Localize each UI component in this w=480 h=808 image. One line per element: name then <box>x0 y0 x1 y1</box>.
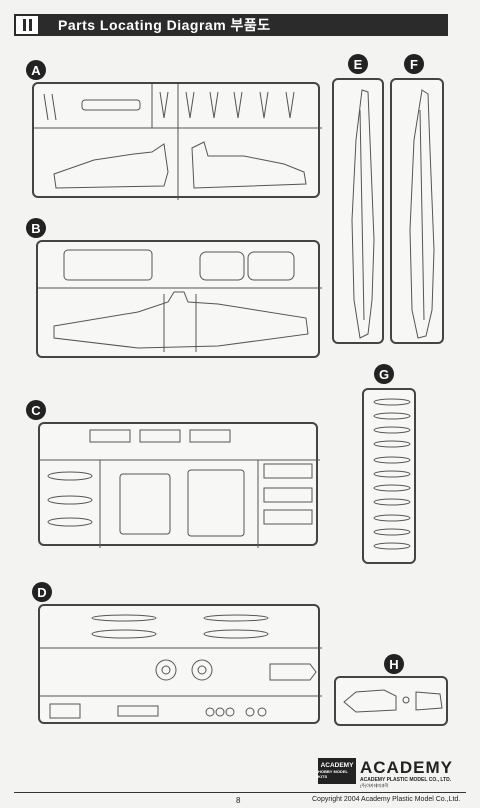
page-number: 8 <box>236 796 241 805</box>
sprue-d-badge: D <box>32 582 52 602</box>
academy-logo-box: ACADEMY HOBBY MODEL KITS <box>318 758 356 784</box>
brand-company: ACADEMY PLASTIC MODEL CO., LTD. <box>360 777 452 783</box>
sprue-c-frame <box>38 422 320 548</box>
sprue-d-frame <box>38 604 322 724</box>
footer-divider <box>14 792 466 793</box>
sprue-h-frame <box>334 676 448 726</box>
sprue-a-parts <box>34 84 322 200</box>
sprue-g-badge: G <box>374 364 394 384</box>
brand-word: ACADEMY <box>360 758 453 777</box>
brand-box-line1: ACADEMY <box>320 762 354 770</box>
sprue-a-frame <box>32 82 322 200</box>
brand-korean: (주)아카데미과학 <box>360 783 389 788</box>
sprue-e-badge: E <box>348 54 368 74</box>
sprue-f-fuselage <box>409 89 435 339</box>
sprue-e-frame <box>332 78 384 344</box>
sprue-b-badge: B <box>26 218 46 238</box>
sprue-c-badge: C <box>26 400 46 420</box>
sprue-g-frame <box>362 388 416 564</box>
sprue-h-canopy-parts <box>343 689 443 713</box>
sprue-e-fuselage <box>351 89 375 339</box>
copyright-text: Copyright 2004 Academy Plastic Model Co.… <box>312 796 461 803</box>
academy-logo: ACADEMY HOBBY MODEL KITS ACADEMY ACADEMY… <box>318 758 458 792</box>
sprue-f-frame <box>390 78 444 344</box>
sprue-b-frame <box>36 240 322 358</box>
sprue-f-badge: F <box>404 54 424 74</box>
page-title: Parts Locating Diagram 부품도 <box>58 17 271 33</box>
sprue-b-parts <box>38 249 322 352</box>
brand-box-line2: HOBBY MODEL KITS <box>318 769 348 779</box>
sprue-h-badge: H <box>384 654 404 674</box>
page-header: Parts Locating Diagram 부품도 <box>14 14 448 36</box>
sprue-c-parts <box>40 429 320 548</box>
header-bars-icon <box>14 14 40 36</box>
sprue-g-parts <box>373 398 411 550</box>
sprue-d-parts <box>40 614 322 719</box>
sprue-a-badge: A <box>26 60 46 80</box>
